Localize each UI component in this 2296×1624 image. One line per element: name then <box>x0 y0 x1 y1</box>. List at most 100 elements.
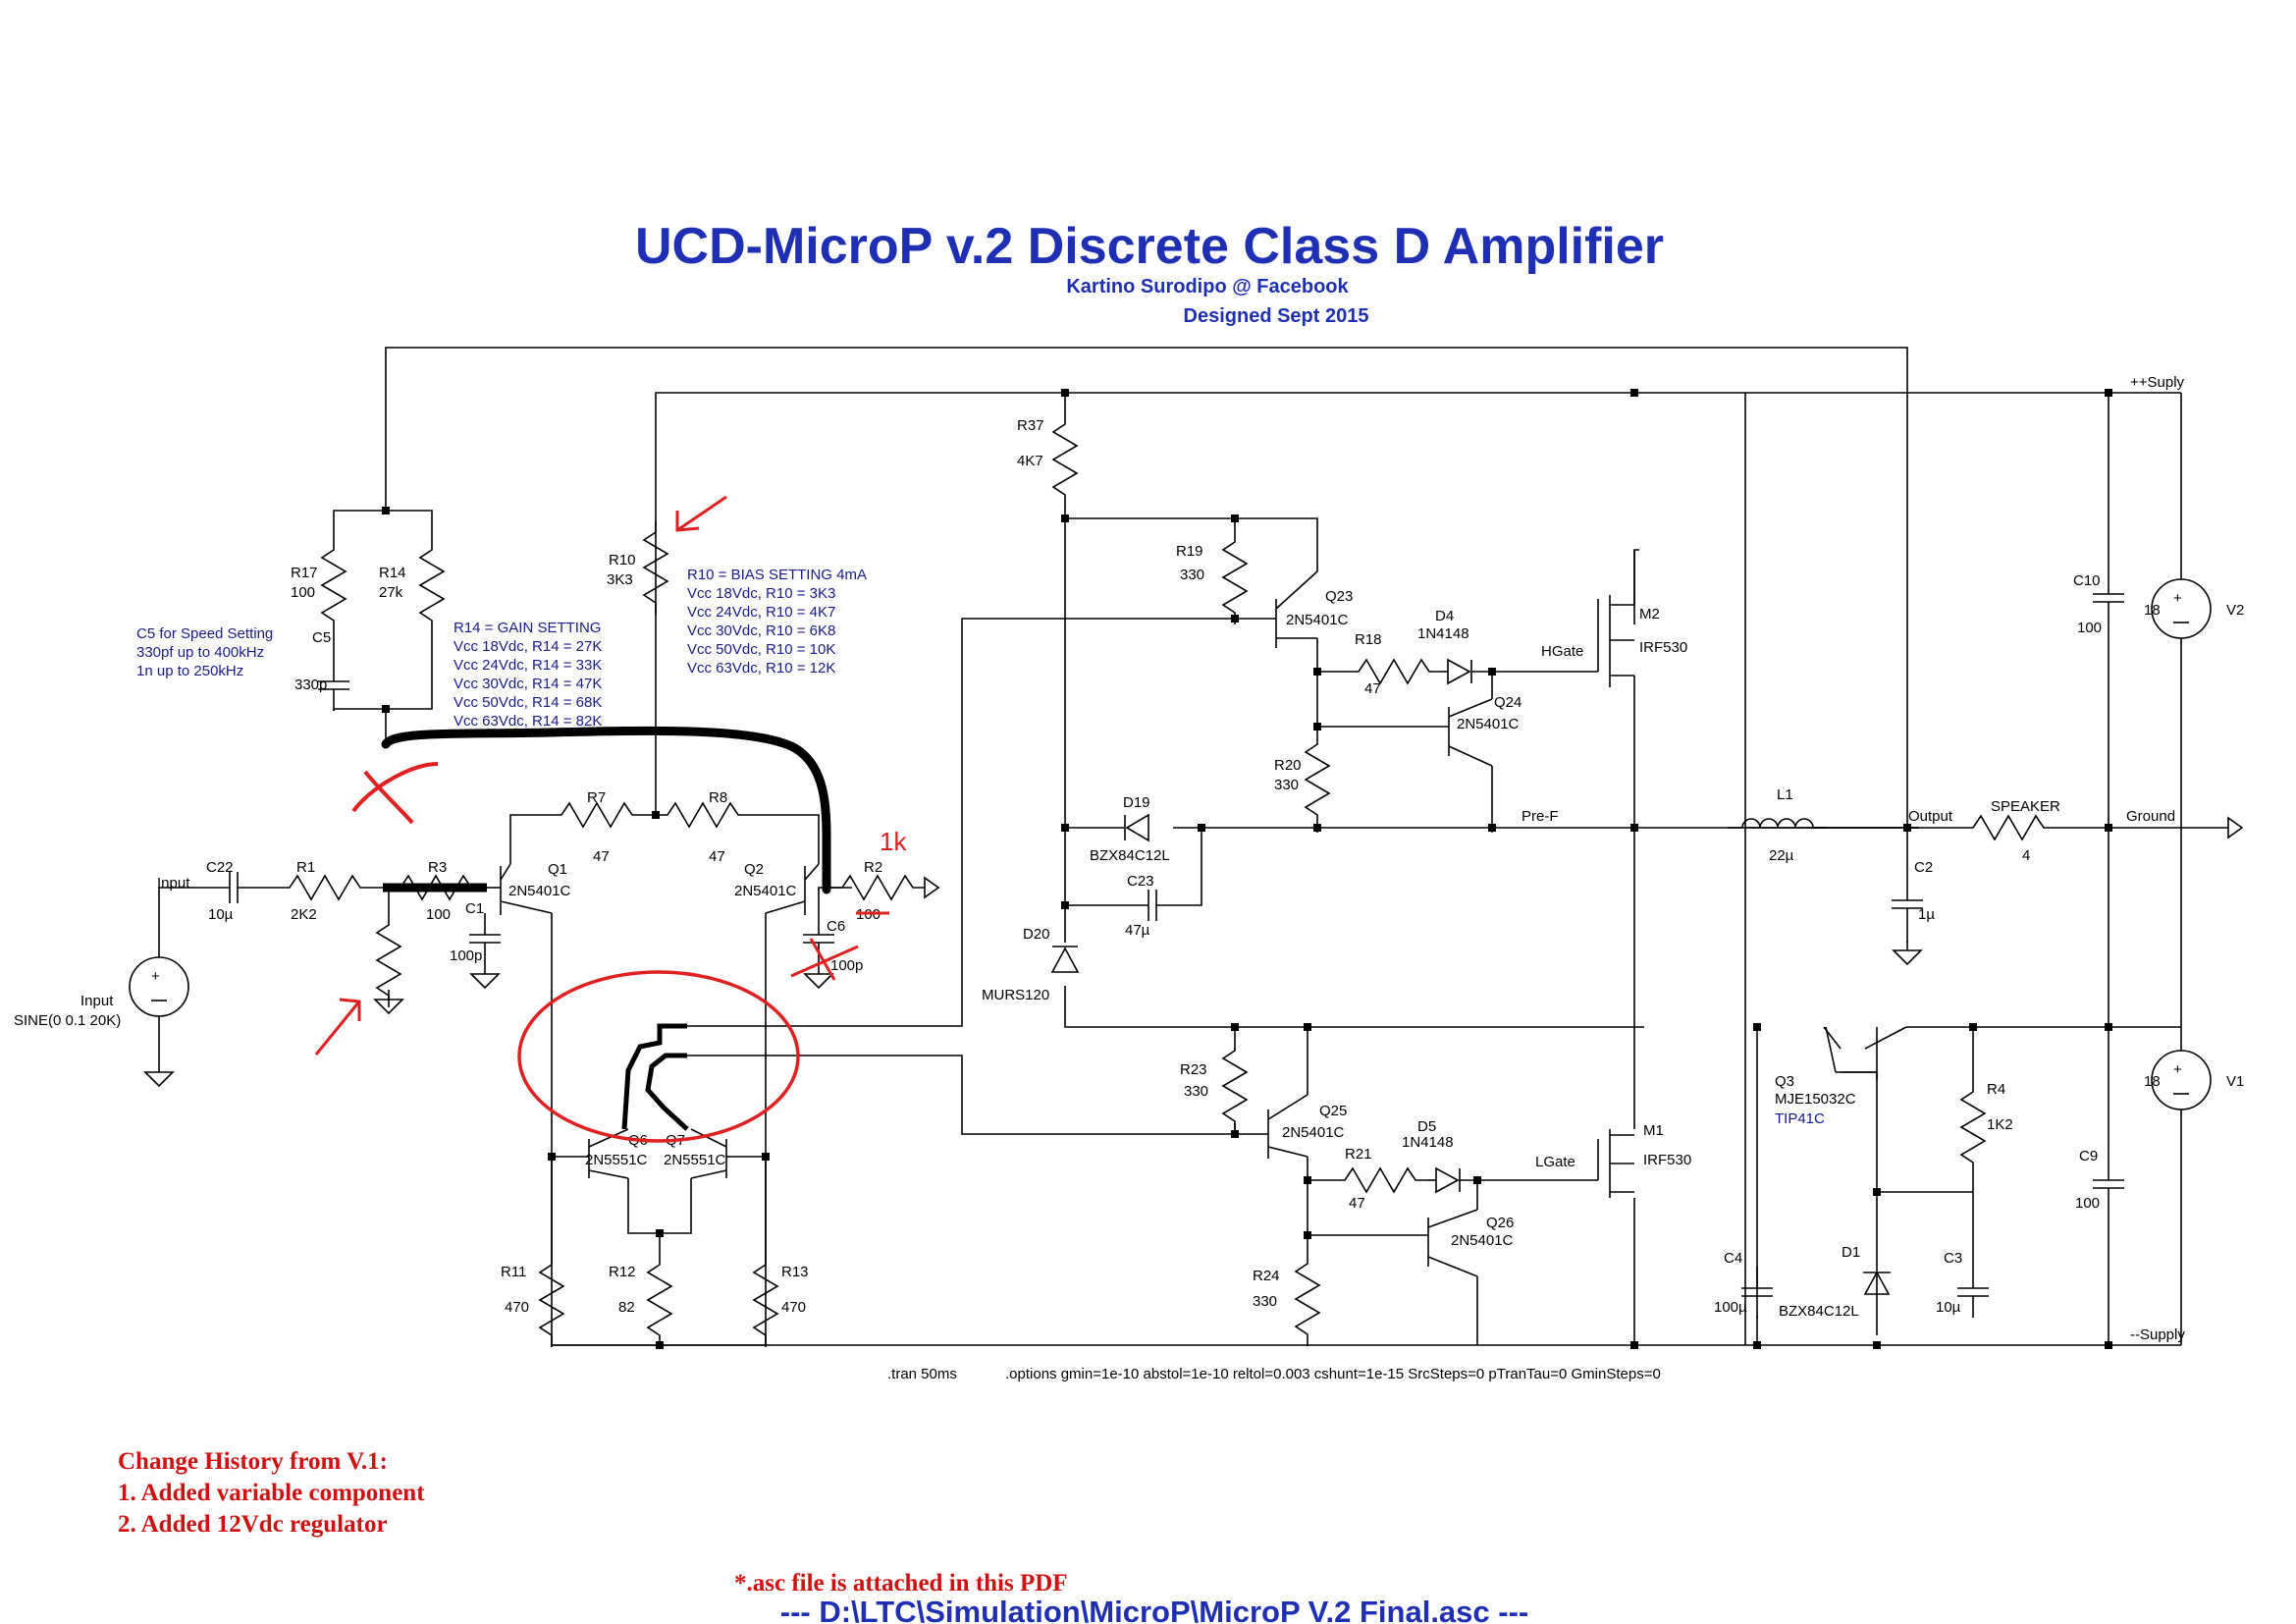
q1-transistor <box>493 863 553 915</box>
vin-value: SINE(0 0.1 20K) <box>14 1012 121 1029</box>
r18-ref: R18 <box>1355 631 1382 648</box>
c6-ref: C6 <box>827 918 845 935</box>
q23-ref: Q23 <box>1325 588 1353 605</box>
q1-value: 2N5401C <box>508 883 571 899</box>
r21-value: 47 <box>1349 1195 1365 1212</box>
r12-value: 82 <box>618 1299 635 1316</box>
c22-value: 10µ <box>208 906 234 923</box>
c9-value: 100 <box>2075 1195 2100 1212</box>
v2-voltage-source <box>2151 578 2212 639</box>
author-label: Kartino Surodipo @ Facebook <box>1066 276 1349 298</box>
speaker-load <box>1960 815 2056 840</box>
r24-value: 330 <box>1253 1293 1277 1310</box>
page-title: UCD-MicroP v.2 Discrete Class D Amplifie… <box>635 218 1664 275</box>
r14-resistor <box>419 537 445 633</box>
r1-resistor <box>277 875 373 900</box>
file-path-label: --- D:\LTC\Simulation\MicroP\MicroP V.2 … <box>780 1595 1528 1624</box>
attach-note: *.asc file is attached in this PDF <box>734 1570 1068 1597</box>
r2-ref: R2 <box>864 859 882 876</box>
junctions <box>382 389 2112 1349</box>
ground-net-label: Ground <box>2126 808 2175 825</box>
d20-ref: D20 <box>1023 926 1050 943</box>
r10-bias-note: R10 = BIAS SETTING 4mA Vcc 18Vdc, R10 = … <box>687 567 867 677</box>
svg-text:C5 for Speed Setting: C5 for Speed Setting <box>136 625 273 642</box>
q25-ref: Q25 <box>1319 1103 1347 1119</box>
svg-text:Vcc 63Vdc, R14 = 82K: Vcc 63Vdc, R14 = 82K <box>454 713 602 730</box>
v2-ref: V2 <box>2226 602 2244 619</box>
r4-ref: R4 <box>1987 1081 2005 1098</box>
r1-ref: R1 <box>296 859 315 876</box>
q2-ref: Q2 <box>744 861 764 878</box>
r24-resistor <box>1295 1251 1320 1347</box>
d1-zener <box>1863 1271 1891 1295</box>
options-directive: .options gmin=1e-10 abstol=1e-10 reltol=… <box>1005 1366 1661 1382</box>
r2-net-flag <box>924 876 940 899</box>
l1-inductor <box>1728 818 1826 829</box>
r3-ref: R3 <box>428 859 447 876</box>
r12-ref: R12 <box>609 1264 636 1280</box>
input-voltage-source <box>129 956 189 1017</box>
history-title: Change History from V.1: <box>118 1448 388 1475</box>
lgate-net-label: LGate <box>1535 1154 1575 1170</box>
q24-transistor <box>1347 698 1493 767</box>
r21-resistor <box>1332 1167 1428 1193</box>
q6-transistor <box>588 1128 629 1179</box>
svg-text:Vcc 50Vdc, R10 = 10K: Vcc 50Vdc, R10 = 10K <box>687 641 835 658</box>
c5-value: 330p <box>294 677 327 693</box>
q3-alt-value: TIP41C <box>1775 1110 1825 1127</box>
vin-ref: Input <box>80 993 114 1009</box>
ground-icon <box>144 1061 174 1087</box>
d20-value: MURS120 <box>982 987 1049 1003</box>
r17-resistor <box>321 537 347 633</box>
r23-resistor <box>1222 1038 1248 1134</box>
svg-text:Vcc 30Vdc, R10 = 6K8: Vcc 30Vdc, R10 = 6K8 <box>687 623 835 639</box>
d5-ref: D5 <box>1417 1118 1436 1135</box>
c10-ref: C10 <box>2073 572 2101 589</box>
ground-icon <box>470 963 500 989</box>
q2-transistor <box>765 863 820 915</box>
r19-resistor <box>1222 529 1248 625</box>
r37-ref: R37 <box>1017 417 1044 434</box>
q23-value: 2N5401C <box>1286 612 1349 628</box>
c4-value: 100µ <box>1714 1299 1747 1316</box>
speaker-value: 4 <box>2022 847 2030 864</box>
r17-ref: R17 <box>291 565 318 581</box>
designed-label: Designed Sept 2015 <box>1184 305 1369 327</box>
v1-ref: V1 <box>2226 1073 2244 1090</box>
d4-value: 1N4148 <box>1417 625 1469 642</box>
r18-resistor <box>1346 659 1442 684</box>
supply-pos-label: ++Suply <box>2130 374 2185 391</box>
q3-transistor <box>1823 1026 1907 1080</box>
c22-capacitor <box>207 871 260 904</box>
c6-value: 100p <box>830 957 863 974</box>
r23-ref: R23 <box>1180 1061 1207 1078</box>
r7-value: 47 <box>593 848 610 865</box>
q3-ref: Q3 <box>1775 1073 1794 1090</box>
svg-text:Vcc 50Vdc, R14 = 68K: Vcc 50Vdc, R14 = 68K <box>454 694 602 711</box>
r11-ref: R11 <box>501 1264 526 1280</box>
d1-value: BZX84C12L <box>1779 1303 1859 1320</box>
c1-value: 100p <box>450 947 482 964</box>
q6-value: 2N5551C <box>585 1152 648 1168</box>
d5-value: 1N4148 <box>1402 1134 1454 1151</box>
r7-ref: R7 <box>587 789 606 806</box>
r24-ref: R24 <box>1253 1268 1280 1284</box>
r13-ref: R13 <box>781 1264 809 1280</box>
c2-value: 1µ <box>1918 906 1935 923</box>
svg-text:R14 = GAIN SETTING: R14 = GAIN SETTING <box>454 620 601 636</box>
r8-value: 47 <box>709 848 725 865</box>
hgate-net-label: HGate <box>1541 643 1583 660</box>
v1-voltage-source <box>2151 1050 2212 1110</box>
q26-ref: Q26 <box>1486 1215 1514 1231</box>
r8-ref: R8 <box>709 789 727 806</box>
c5-note: C5 for Speed Setting 330pf up to 400kHz … <box>136 625 273 679</box>
r14-value: 27k <box>379 584 403 601</box>
svg-text:R10 = BIAS SETTING 4mA: R10 = BIAS SETTING 4mA <box>687 567 867 583</box>
c3-ref: C3 <box>1944 1250 1962 1267</box>
r21-ref: R21 <box>1345 1146 1372 1163</box>
wires <box>158 347 2228 1347</box>
m1-ref: M1 <box>1643 1122 1664 1139</box>
output-net-label: Output <box>1908 808 1953 825</box>
r23-value: 330 <box>1184 1083 1208 1100</box>
svg-text:Vcc 30Vdc, R14 = 47K: Vcc 30Vdc, R14 = 47K <box>454 676 602 692</box>
